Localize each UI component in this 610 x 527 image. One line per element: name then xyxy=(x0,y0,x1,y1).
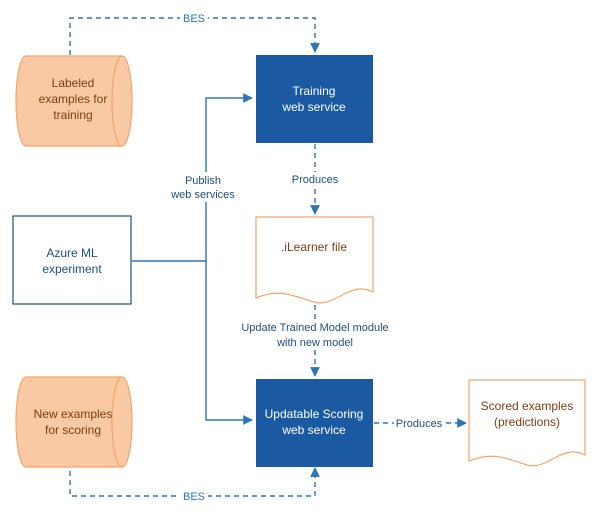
produces-training-label: Produces xyxy=(292,174,339,186)
scored-line2: (predictions) xyxy=(494,415,560,429)
training-ws-line2: web service xyxy=(281,100,346,114)
bes-top-label: BES xyxy=(183,13,205,25)
bes-bottom-label: BES xyxy=(183,491,205,503)
update-model-label-line2: with new model xyxy=(276,337,353,349)
scored-examples-document: Scored examples (predictions) xyxy=(468,379,586,467)
publish-label-line2: web services xyxy=(170,189,235,201)
azure-ml-experiment-box: Azure ML experiment xyxy=(12,215,132,305)
scoring-ws-line2: web service xyxy=(281,423,346,437)
publish-label-line1: Publish xyxy=(185,175,221,187)
scoring-ws-line1: Updatable Scoring xyxy=(265,407,364,421)
produces-scoring-label: Produces xyxy=(396,418,443,430)
new-examples-line2: for scoring xyxy=(45,423,101,437)
labeled-examples-line2: examples for xyxy=(39,92,108,106)
scored-line1: Scored examples xyxy=(481,399,574,413)
update-model-label-line1: Update Trained Model module xyxy=(241,322,388,334)
training-web-service-box: Training web service xyxy=(256,55,373,143)
ilearner-label: .iLearner file xyxy=(281,240,347,254)
labeled-examples-cylinder: Labeled examples for training xyxy=(15,55,133,147)
labeled-examples-line3: training xyxy=(53,108,92,122)
azure-ml-line2: experiment xyxy=(42,262,102,276)
training-ws-line1: Training xyxy=(293,84,336,98)
scoring-web-service-box: Updatable Scoring web service xyxy=(256,379,373,467)
ilearner-file-document: .iLearner file xyxy=(255,216,374,304)
bes-top-connector xyxy=(69,17,320,55)
new-examples-line1: New examples xyxy=(34,407,113,421)
new-examples-cylinder: New examples for scoring xyxy=(15,376,133,468)
publish-connector-scoring xyxy=(205,261,253,425)
labeled-examples-line1: Labeled xyxy=(52,76,95,90)
azure-ml-line1: Azure ML xyxy=(46,246,98,260)
